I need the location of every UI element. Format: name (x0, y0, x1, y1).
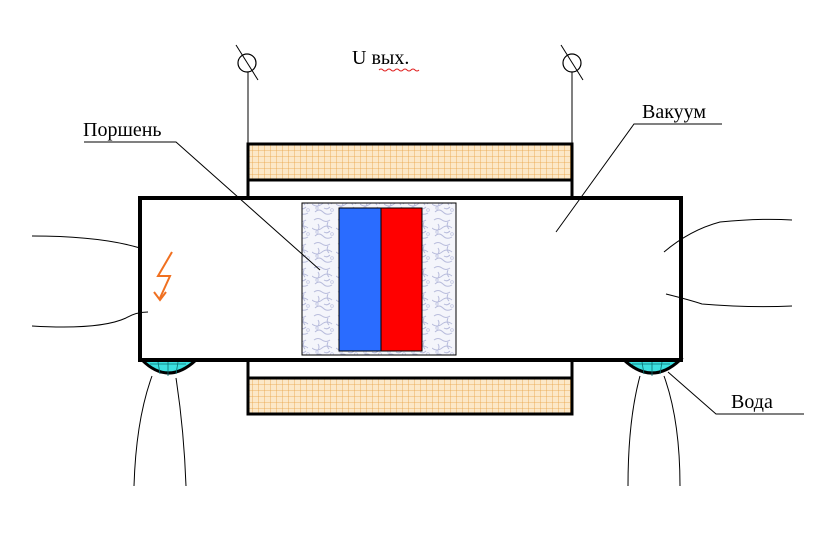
right-output-lines (663, 218, 793, 308)
water-drop-right (620, 358, 684, 376)
left-support-lines (133, 375, 187, 487)
upper-coil (246, 142, 574, 198)
output-leads (247, 72, 573, 144)
magnet-north-pole (338, 207, 382, 352)
piston-leader-line (84, 141, 321, 271)
piston-label: Поршень (83, 119, 162, 141)
piston (301, 202, 457, 356)
lightning-bolt-icon (153, 251, 173, 302)
terminal-circle-icon (560, 44, 584, 81)
terminal-circle-icon (235, 44, 259, 81)
output-voltage-underline (378, 68, 420, 72)
lower-coil (246, 360, 574, 416)
magnet-south-pole (380, 207, 423, 352)
output-voltage-label: U вых. (352, 47, 409, 69)
water-leader-line (667, 371, 804, 415)
left-input-lines (31, 235, 149, 328)
water-label: Вода (731, 391, 773, 413)
vacuum-leader-line (555, 123, 722, 233)
water-drop-left (138, 358, 200, 376)
vacuum-label: Вакуум (642, 101, 706, 123)
right-support-lines (627, 375, 681, 487)
